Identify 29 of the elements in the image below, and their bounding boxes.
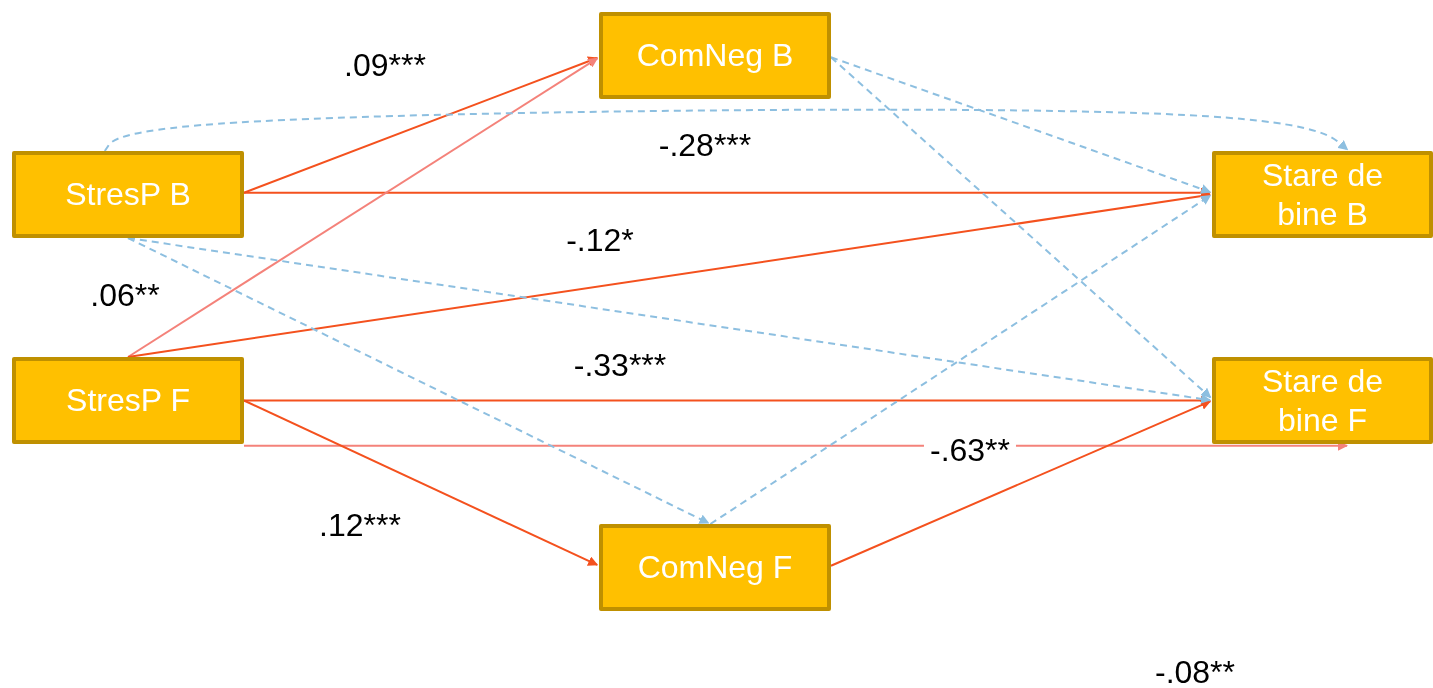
node-label: StresP B xyxy=(65,175,191,214)
coefficient-label: -.08** xyxy=(1155,653,1235,688)
dashed-arrow xyxy=(103,108,1349,152)
arrow xyxy=(127,57,599,358)
dashed-arrow xyxy=(127,237,710,525)
dashed-arrow xyxy=(830,56,1212,399)
node-label: Stare de bine F xyxy=(1261,362,1384,439)
process-box xyxy=(599,12,831,99)
coefficient-label: .06** xyxy=(90,276,160,314)
coefficient-label: -.12* xyxy=(566,221,634,259)
process-box xyxy=(12,357,244,444)
coefficient-label: -.33*** xyxy=(573,346,667,384)
process-box xyxy=(12,151,244,238)
arrow xyxy=(243,56,599,194)
node-label: ComNeg F xyxy=(637,548,793,587)
node-label: ComNeg B xyxy=(636,36,794,75)
coefficient-label: -.28*** xyxy=(658,126,752,164)
node-label: StresP F xyxy=(66,381,190,420)
arrow xyxy=(830,400,1212,567)
process-box xyxy=(599,524,831,611)
process-box xyxy=(1212,357,1433,444)
dashed-arrow xyxy=(709,194,1212,525)
node-label: Stare de bine B xyxy=(1261,156,1384,233)
dashed-arrow xyxy=(830,56,1212,194)
coefficient-label: .09*** xyxy=(344,46,426,84)
arrow xyxy=(243,399,599,566)
coefficient-label: .12*** xyxy=(319,506,401,544)
process-box xyxy=(1212,151,1433,238)
arrow xyxy=(127,191,1211,358)
